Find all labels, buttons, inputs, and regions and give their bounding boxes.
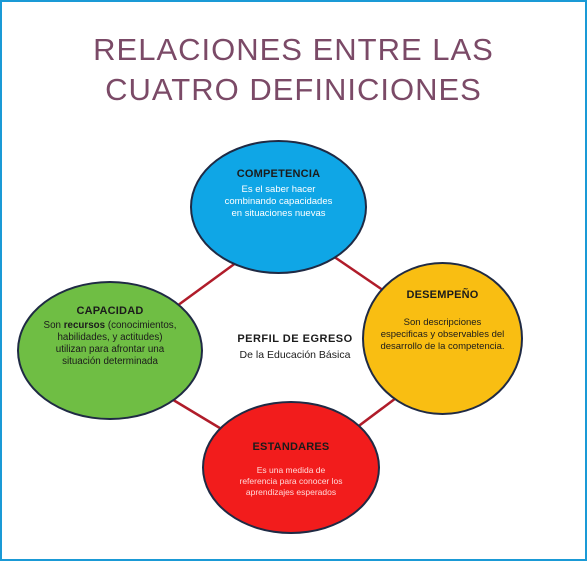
- center-subtitle: De la Educación Básica: [239, 349, 351, 361]
- node-capacidad-body-rest: (conocimientos, habilidades, y actitudes…: [55, 320, 177, 367]
- node-competencia: COMPETENCIA Es el saber hacer combinando…: [190, 140, 367, 274]
- node-competencia-body: Es el saber hacer combinando capacidades…: [224, 184, 333, 219]
- node-estandares-heading: ESTANDARES: [252, 441, 330, 453]
- center-label: PERFIL DE EGRESO De la Educación Básica: [210, 333, 380, 361]
- node-desempeno-body: Son descripciones especificas y observab…: [380, 317, 505, 352]
- node-desempeno: DESEMPEÑO Son descripciones especificas …: [362, 262, 523, 415]
- node-competencia-heading: COMPETENCIA: [236, 168, 321, 180]
- node-capacidad: CAPACIDAD Son recursos (conocimientos, h…: [17, 281, 203, 420]
- node-estandares: ESTANDARES Es una medida de referencia p…: [202, 401, 380, 534]
- node-capacidad-heading: CAPACIDAD: [76, 305, 144, 317]
- node-capacidad-body-prefix: Son: [43, 320, 64, 331]
- node-estandares-body: Es una medida de referencia para conocer…: [239, 465, 343, 497]
- node-capacidad-body: Son recursos (conocimientos, habilidades…: [19, 320, 201, 368]
- node-capacidad-body-bold: recursos: [63, 320, 106, 331]
- title-line-2: CUATRO DEFINICIONES: [105, 72, 482, 107]
- node-desempeno-heading: DESEMPEÑO: [406, 289, 479, 301]
- title-line-1: RELACIONES ENTRE LAS: [93, 32, 494, 67]
- center-heading: PERFIL DE EGRESO: [237, 333, 353, 345]
- diagram-title: RELACIONES ENTRE LAS CUATRO DEFINICIONES: [0, 30, 587, 110]
